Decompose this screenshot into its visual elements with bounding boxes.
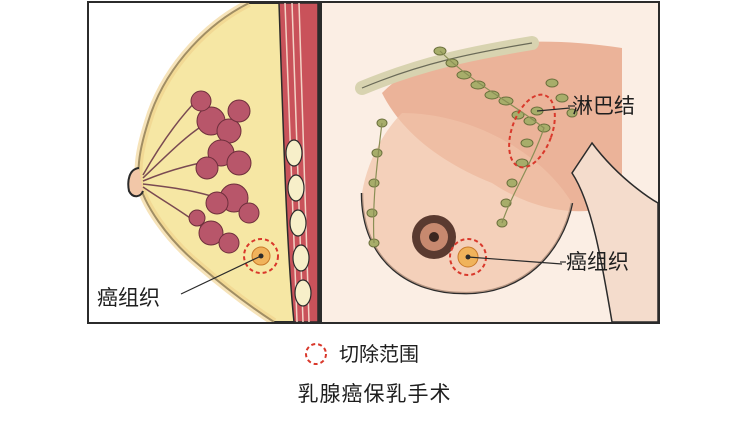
legend-text: 切除范围 [339, 342, 419, 366]
tumor-right-leader [467, 256, 563, 265]
cross-section-panel [87, 0, 320, 326]
figure-caption: 乳腺癌保乳手术 [297, 382, 452, 406]
tumor-left-leader [180, 255, 262, 295]
label-tumor-right: 癌组织 [566, 250, 629, 274]
lymph-vessel [439, 50, 545, 224]
label-lymph-nodes: 淋巴结 [572, 94, 635, 118]
legend: 切除范围 [303, 341, 419, 367]
excision-margin-left [243, 238, 279, 274]
frontal-view-drawing [322, 3, 659, 323]
arm [571, 141, 659, 323]
nipple [127, 167, 144, 198]
excision-margin-right [449, 238, 487, 276]
cross-section-drawing [127, 0, 319, 326]
pectoral-muscle [382, 41, 622, 212]
glandular-lobules [188, 90, 260, 254]
label-tumor-left: 癌组织 [97, 286, 160, 310]
frontal-view-panel [320, 1, 660, 324]
excision-legend-icon [305, 343, 327, 365]
ribs [285, 139, 312, 307]
nipple [429, 232, 439, 242]
breast-fill [362, 113, 572, 294]
excision-margin-lymph [508, 93, 556, 169]
lymph-leader [536, 107, 571, 112]
